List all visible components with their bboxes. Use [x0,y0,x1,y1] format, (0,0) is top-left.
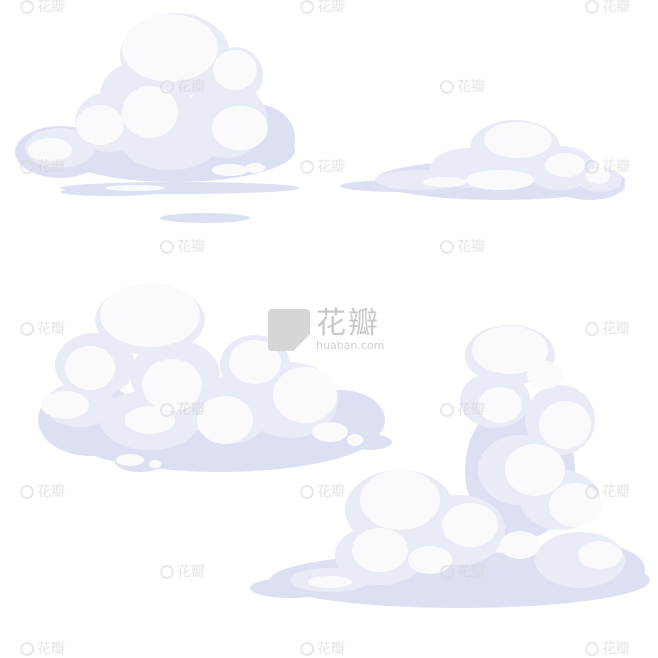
cloud-middle-left [38,283,392,472]
cloud-top-right [340,120,625,200]
cloud-top-left [15,13,300,223]
